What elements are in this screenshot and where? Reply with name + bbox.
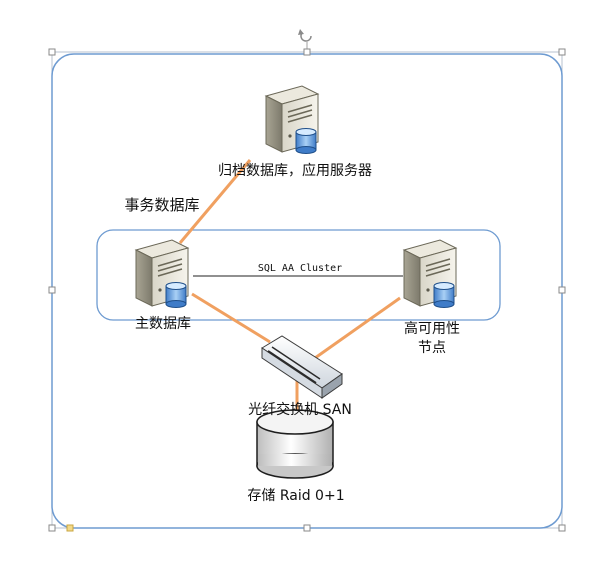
cluster-label: SQL AA Cluster xyxy=(258,263,342,274)
ha-node-label-line1: 高可用性 xyxy=(404,320,460,337)
resize-handle-top-left[interactable] xyxy=(48,48,56,56)
archive-server-label: 归档数据库，应用服务器 xyxy=(218,162,372,179)
transactional-db-label: 事务数据库 xyxy=(124,196,199,214)
resize-handle-bottom-right[interactable] xyxy=(558,524,566,532)
storage-label: 存储 Raid 0+1 xyxy=(247,488,344,504)
resize-handle-left[interactable] xyxy=(48,286,56,294)
archive-server-icon xyxy=(265,85,319,155)
resize-handle-bottom[interactable] xyxy=(303,524,311,532)
rotate-handle-icon[interactable] xyxy=(298,29,312,51)
link-primary-to-switch xyxy=(191,292,271,344)
cluster-frame xyxy=(96,229,501,321)
link-archive-to-primary xyxy=(178,159,252,244)
resize-handle-right[interactable] xyxy=(558,286,566,294)
primary-db-label: 主数据库 xyxy=(135,316,191,332)
resize-handle-bottom-left[interactable] xyxy=(48,524,56,532)
connections xyxy=(178,159,403,412)
adjust-handle[interactable] xyxy=(66,524,74,532)
resize-handle-top-right[interactable] xyxy=(558,48,566,56)
primary-db-server-icon xyxy=(135,239,189,309)
ha-node-label-line2: 节点 xyxy=(418,340,446,356)
fc-switch-label: 光纤交换机 SAN xyxy=(248,401,352,418)
disk-storage-icon xyxy=(256,409,334,479)
network-switch-icon xyxy=(261,335,343,399)
ha-node-server-icon xyxy=(403,239,457,309)
link-ha-to-switch xyxy=(314,296,401,360)
resize-handle-top[interactable] xyxy=(303,48,311,56)
resize-handles[interactable] xyxy=(48,48,566,532)
